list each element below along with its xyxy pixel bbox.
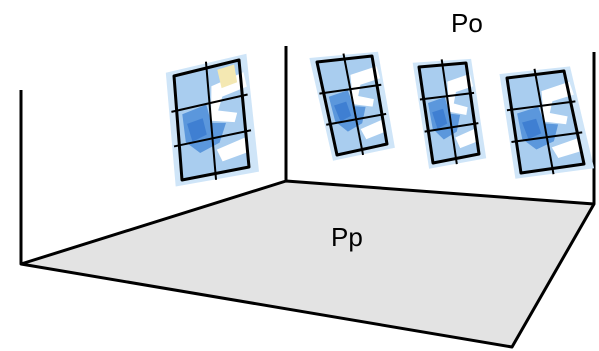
floor-label: Pp bbox=[331, 222, 363, 252]
window-transom bbox=[506, 100, 576, 112]
back-wall-window-2 bbox=[412, 58, 487, 169]
cloud-streak bbox=[551, 138, 583, 158]
window-frame bbox=[505, 69, 586, 175]
left-wall-window bbox=[165, 53, 259, 187]
cloud-streak bbox=[350, 66, 381, 107]
back-wall-label: Po bbox=[451, 8, 483, 38]
window-frame bbox=[417, 61, 481, 165]
back-wall-window-1 bbox=[309, 51, 395, 161]
cloud-streak bbox=[211, 72, 247, 123]
floor-plane bbox=[19, 179, 596, 349]
sky-shape-accent bbox=[334, 101, 352, 122]
window-mullion bbox=[342, 53, 365, 156]
window-transom bbox=[419, 91, 475, 101]
window-transom bbox=[171, 93, 248, 113]
cloud-streak bbox=[216, 137, 249, 162]
sky-shape-accent bbox=[432, 108, 448, 129]
sun-glow bbox=[217, 64, 238, 89]
cloud-streak bbox=[360, 119, 386, 140]
window-transom bbox=[424, 122, 479, 133]
window-transom bbox=[511, 131, 583, 143]
cloud-streak bbox=[455, 128, 479, 149]
sky-shape-accent bbox=[522, 118, 542, 139]
cloud-streak bbox=[447, 73, 474, 115]
window-transom bbox=[319, 83, 382, 95]
cloud-streak bbox=[541, 81, 574, 125]
window-frame bbox=[315, 54, 389, 157]
back-wall-window-3 bbox=[499, 66, 595, 179]
sky-shape-accent bbox=[187, 118, 207, 142]
window-transom bbox=[326, 112, 387, 126]
window-transom bbox=[173, 129, 252, 148]
window-frame bbox=[172, 58, 251, 182]
window-mullion bbox=[440, 59, 458, 165]
window-mullion bbox=[533, 68, 555, 175]
window-mullion bbox=[204, 61, 218, 180]
